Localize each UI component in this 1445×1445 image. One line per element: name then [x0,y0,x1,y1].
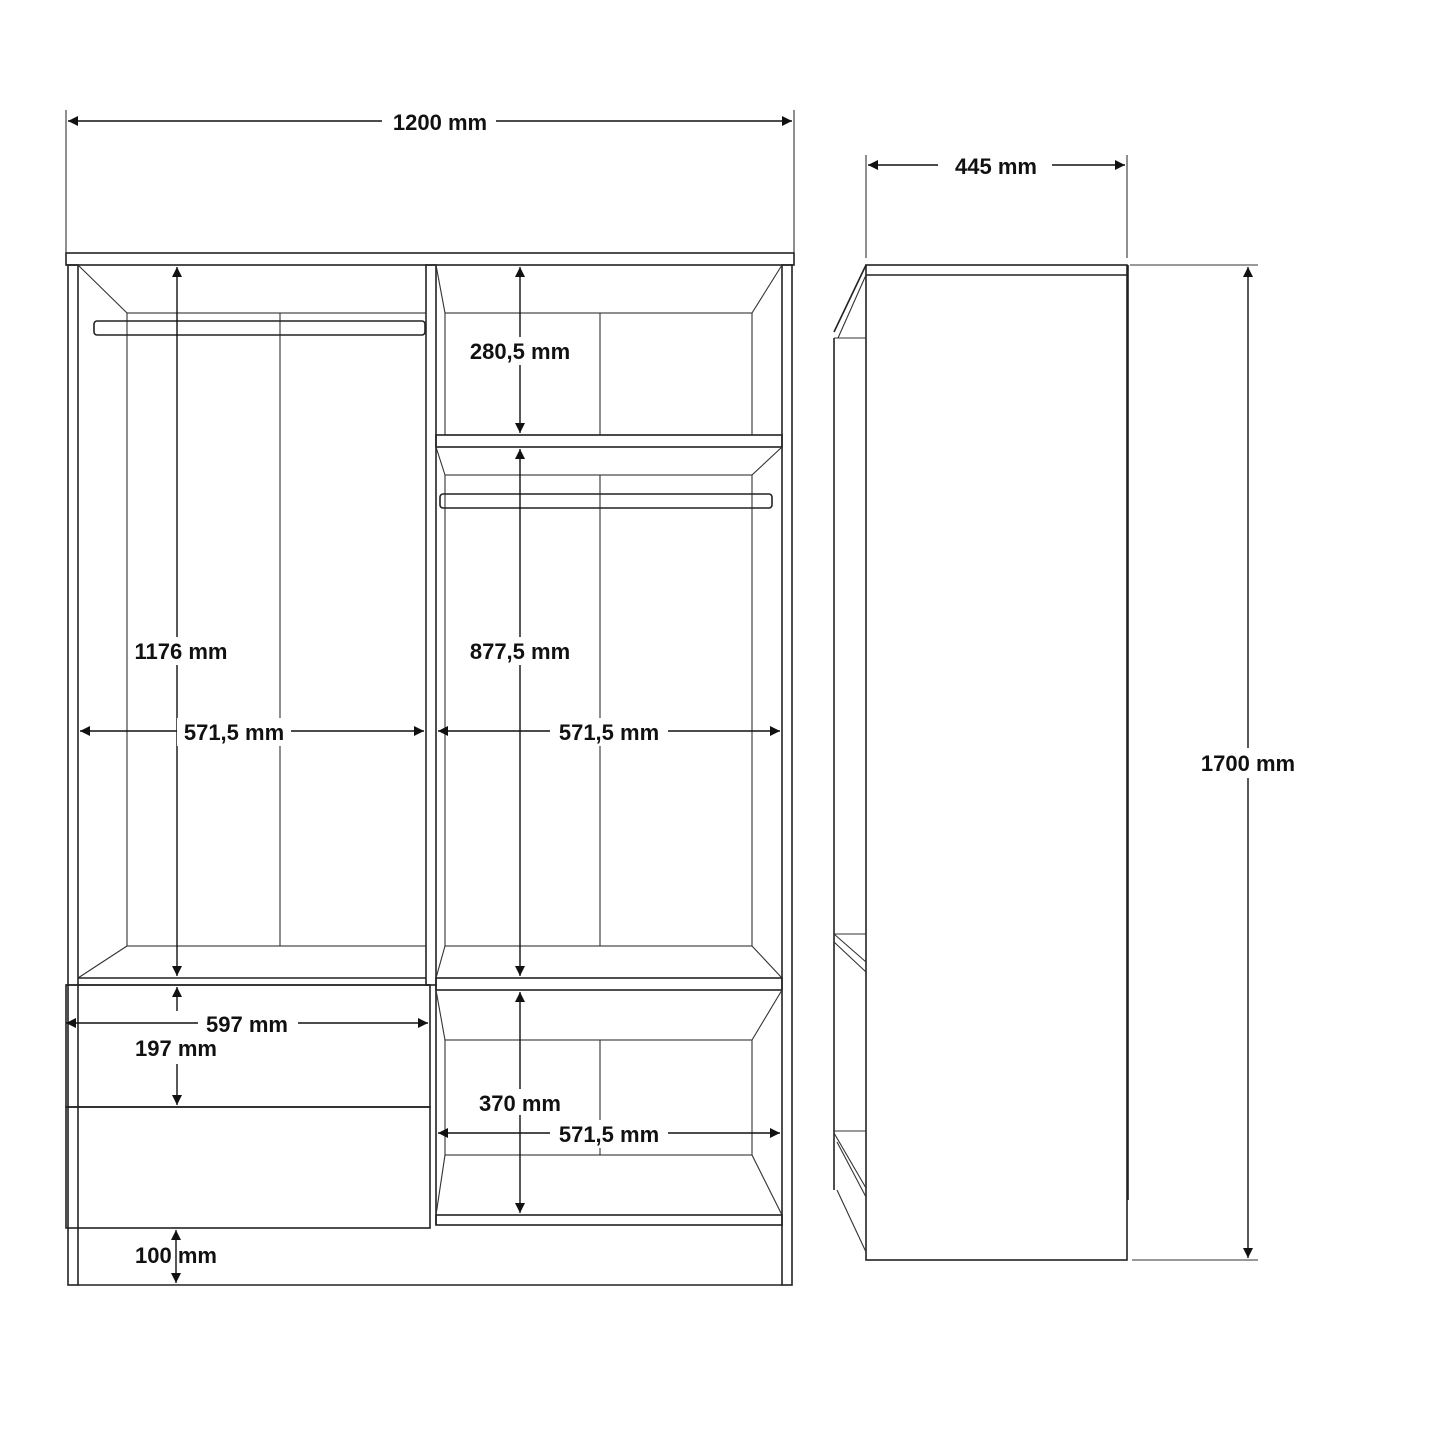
right-hanging-compartment [435,446,783,991]
total-width-label: 1200 mm [393,110,487,135]
side-panel [865,264,1128,1261]
drawer-height-label: 197 mm [135,1036,217,1061]
middle-divider [425,264,437,986]
shelf [435,977,783,991]
top-panel [65,252,795,266]
drawer-bottom[interactable] [65,1106,431,1229]
bottom-shelf-height-label: 370 mm [479,1091,561,1116]
hanging-rod [93,320,426,336]
left-hanging-compartment [66,264,430,986]
drawer-top[interactable] [65,984,431,1108]
total-height-label: 1700 mm [1201,751,1295,776]
right-top-compartment [435,264,783,448]
depth-label: 445 mm [955,154,1037,179]
right-inner-width-label: 571,5 mm [559,720,659,745]
dimensions: 1200 mm 1176 mm 571,5 mm 280,5 mm 877,5 … [65,108,1310,1283]
right-side-panel [781,264,793,1286]
drawer-width-label: 597 mm [206,1012,288,1037]
right-top-height-label: 280,5 mm [470,339,570,364]
left-side-panel [67,264,79,1286]
bottom-shelf-width-label: 571,5 mm [559,1122,659,1147]
side-view [833,264,1129,1261]
left-hanging-height-label: 1176 mm [135,639,228,664]
plinth-height-label: 100 mm [135,1243,217,1268]
bottom-panel [435,1214,783,1226]
hanging-rod [439,493,773,509]
shelf [435,434,783,448]
left-inner-width-label: 571,5 mm [184,720,284,745]
right-hanging-height-label: 877,5 mm [470,639,570,664]
front-view [65,252,795,1286]
back-panel [126,312,427,947]
